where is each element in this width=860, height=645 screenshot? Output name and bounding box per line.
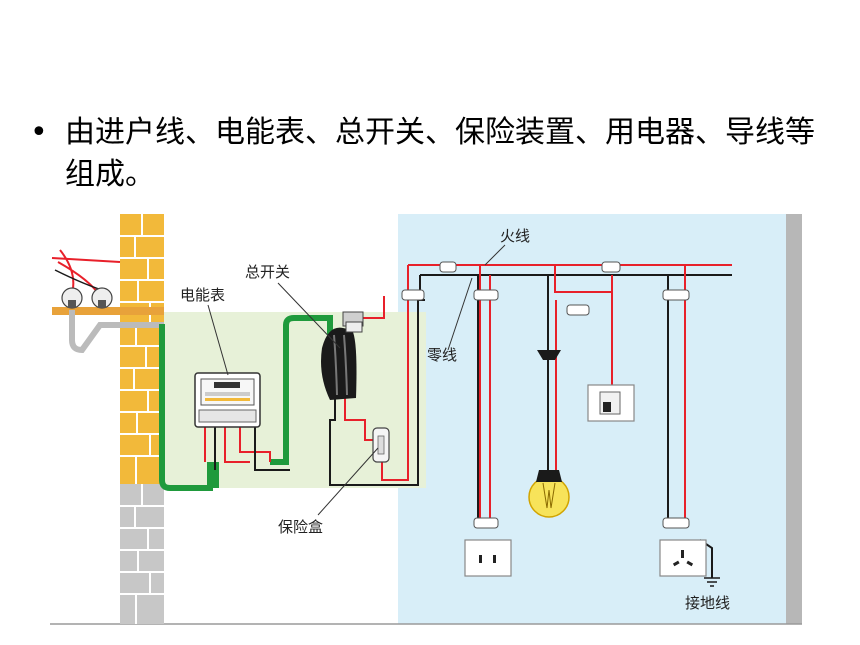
two-pin-socket [464,539,512,577]
bullet-item: • 由进户线、电能表、总开关、保险装置、用电器、导线等组成。 [30,112,830,196]
room-right-wall [786,214,802,624]
electric-meter [194,372,261,428]
bullet-symbol: • [30,115,48,150]
house-wiring [407,264,732,578]
label-leaders [207,244,506,516]
wall-switch [587,384,635,422]
main-switch [321,311,364,400]
fuse-box-label: 保险盒 [278,518,323,536]
three-pin-socket [659,539,707,577]
meter-label: 电能表 [180,286,225,304]
live-wire-label: 火线 [500,227,530,245]
light-bulb [528,470,570,518]
service-entrance [51,249,164,354]
neutral-wire-label: 零线 [427,346,457,364]
bullet-text: 由进户线、电能表、总开关、保险装置、用电器、导线等组成。 [65,115,815,192]
ground-symbol [704,577,720,587]
lamp-holder [537,350,561,360]
fuse-box [372,427,390,463]
main-switch-label: 总开关 [245,263,290,281]
brick-wall [120,214,164,624]
ground-wire-label: 接地线 [685,594,730,612]
wire-clips [401,261,690,529]
